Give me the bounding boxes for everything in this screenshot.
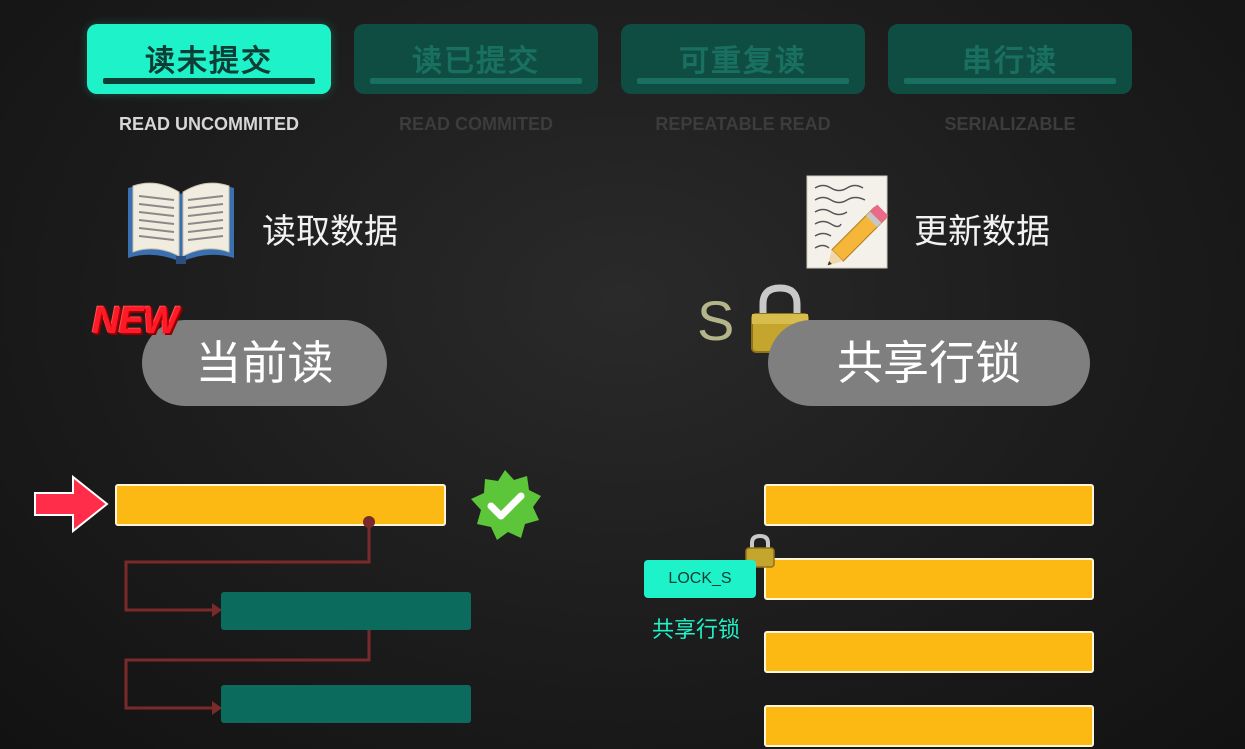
tab-serializable[interactable]: 串行读: [888, 24, 1132, 94]
new-badge: NEW: [92, 300, 179, 342]
lock-caption: 共享行锁: [652, 618, 741, 643]
tab-underline: [370, 78, 582, 84]
update-data-heading: 更新数据: [914, 212, 1050, 252]
tab-sublabel-read-committed: READ COMMITED: [399, 114, 553, 134]
tab-label: 串行读: [962, 44, 1058, 79]
tab-label: 读已提交: [412, 44, 540, 79]
lock-s-tag: LOCK_S: [644, 560, 756, 598]
shared-lock-letter: S: [697, 289, 735, 352]
current-row-bar: [115, 484, 446, 526]
tab-repeatable-read[interactable]: 可重复读: [621, 24, 865, 94]
row-bar: [764, 705, 1094, 747]
read-data-heading: 读取数据: [262, 212, 398, 252]
tab-sublabel-serializable: SERIALIZABLE: [944, 114, 1076, 134]
tab-underline: [637, 78, 849, 84]
green-check-badge-icon: [471, 470, 541, 540]
red-arrow-icon: [34, 474, 109, 534]
tab-read-committed[interactable]: 读已提交: [354, 24, 598, 94]
tab-label: 读未提交: [145, 44, 273, 79]
row-bar: [764, 484, 1094, 526]
tab-underline: [103, 78, 315, 84]
version-chain-links: [124, 516, 375, 715]
tab-read-uncommitted[interactable]: 读未提交: [87, 24, 331, 94]
current-read-pill: 当前读: [142, 320, 387, 406]
pencil-paper-icon: [806, 175, 889, 269]
book-icon: [128, 182, 234, 264]
tab-sublabel-read-uncommitted: READ UNCOMMITED: [119, 114, 299, 134]
locked-row-bar: [764, 558, 1094, 600]
undo-version-bar: [221, 685, 471, 723]
tab-label: 可重复读: [679, 44, 807, 79]
row-bar: [764, 631, 1094, 673]
shared-row-lock-pill: 共享行锁: [768, 320, 1090, 406]
tab-sublabel-repeatable-read: REPEATABLE READ: [655, 114, 831, 134]
undo-version-bar: [221, 592, 471, 630]
tab-underline: [904, 78, 1116, 84]
